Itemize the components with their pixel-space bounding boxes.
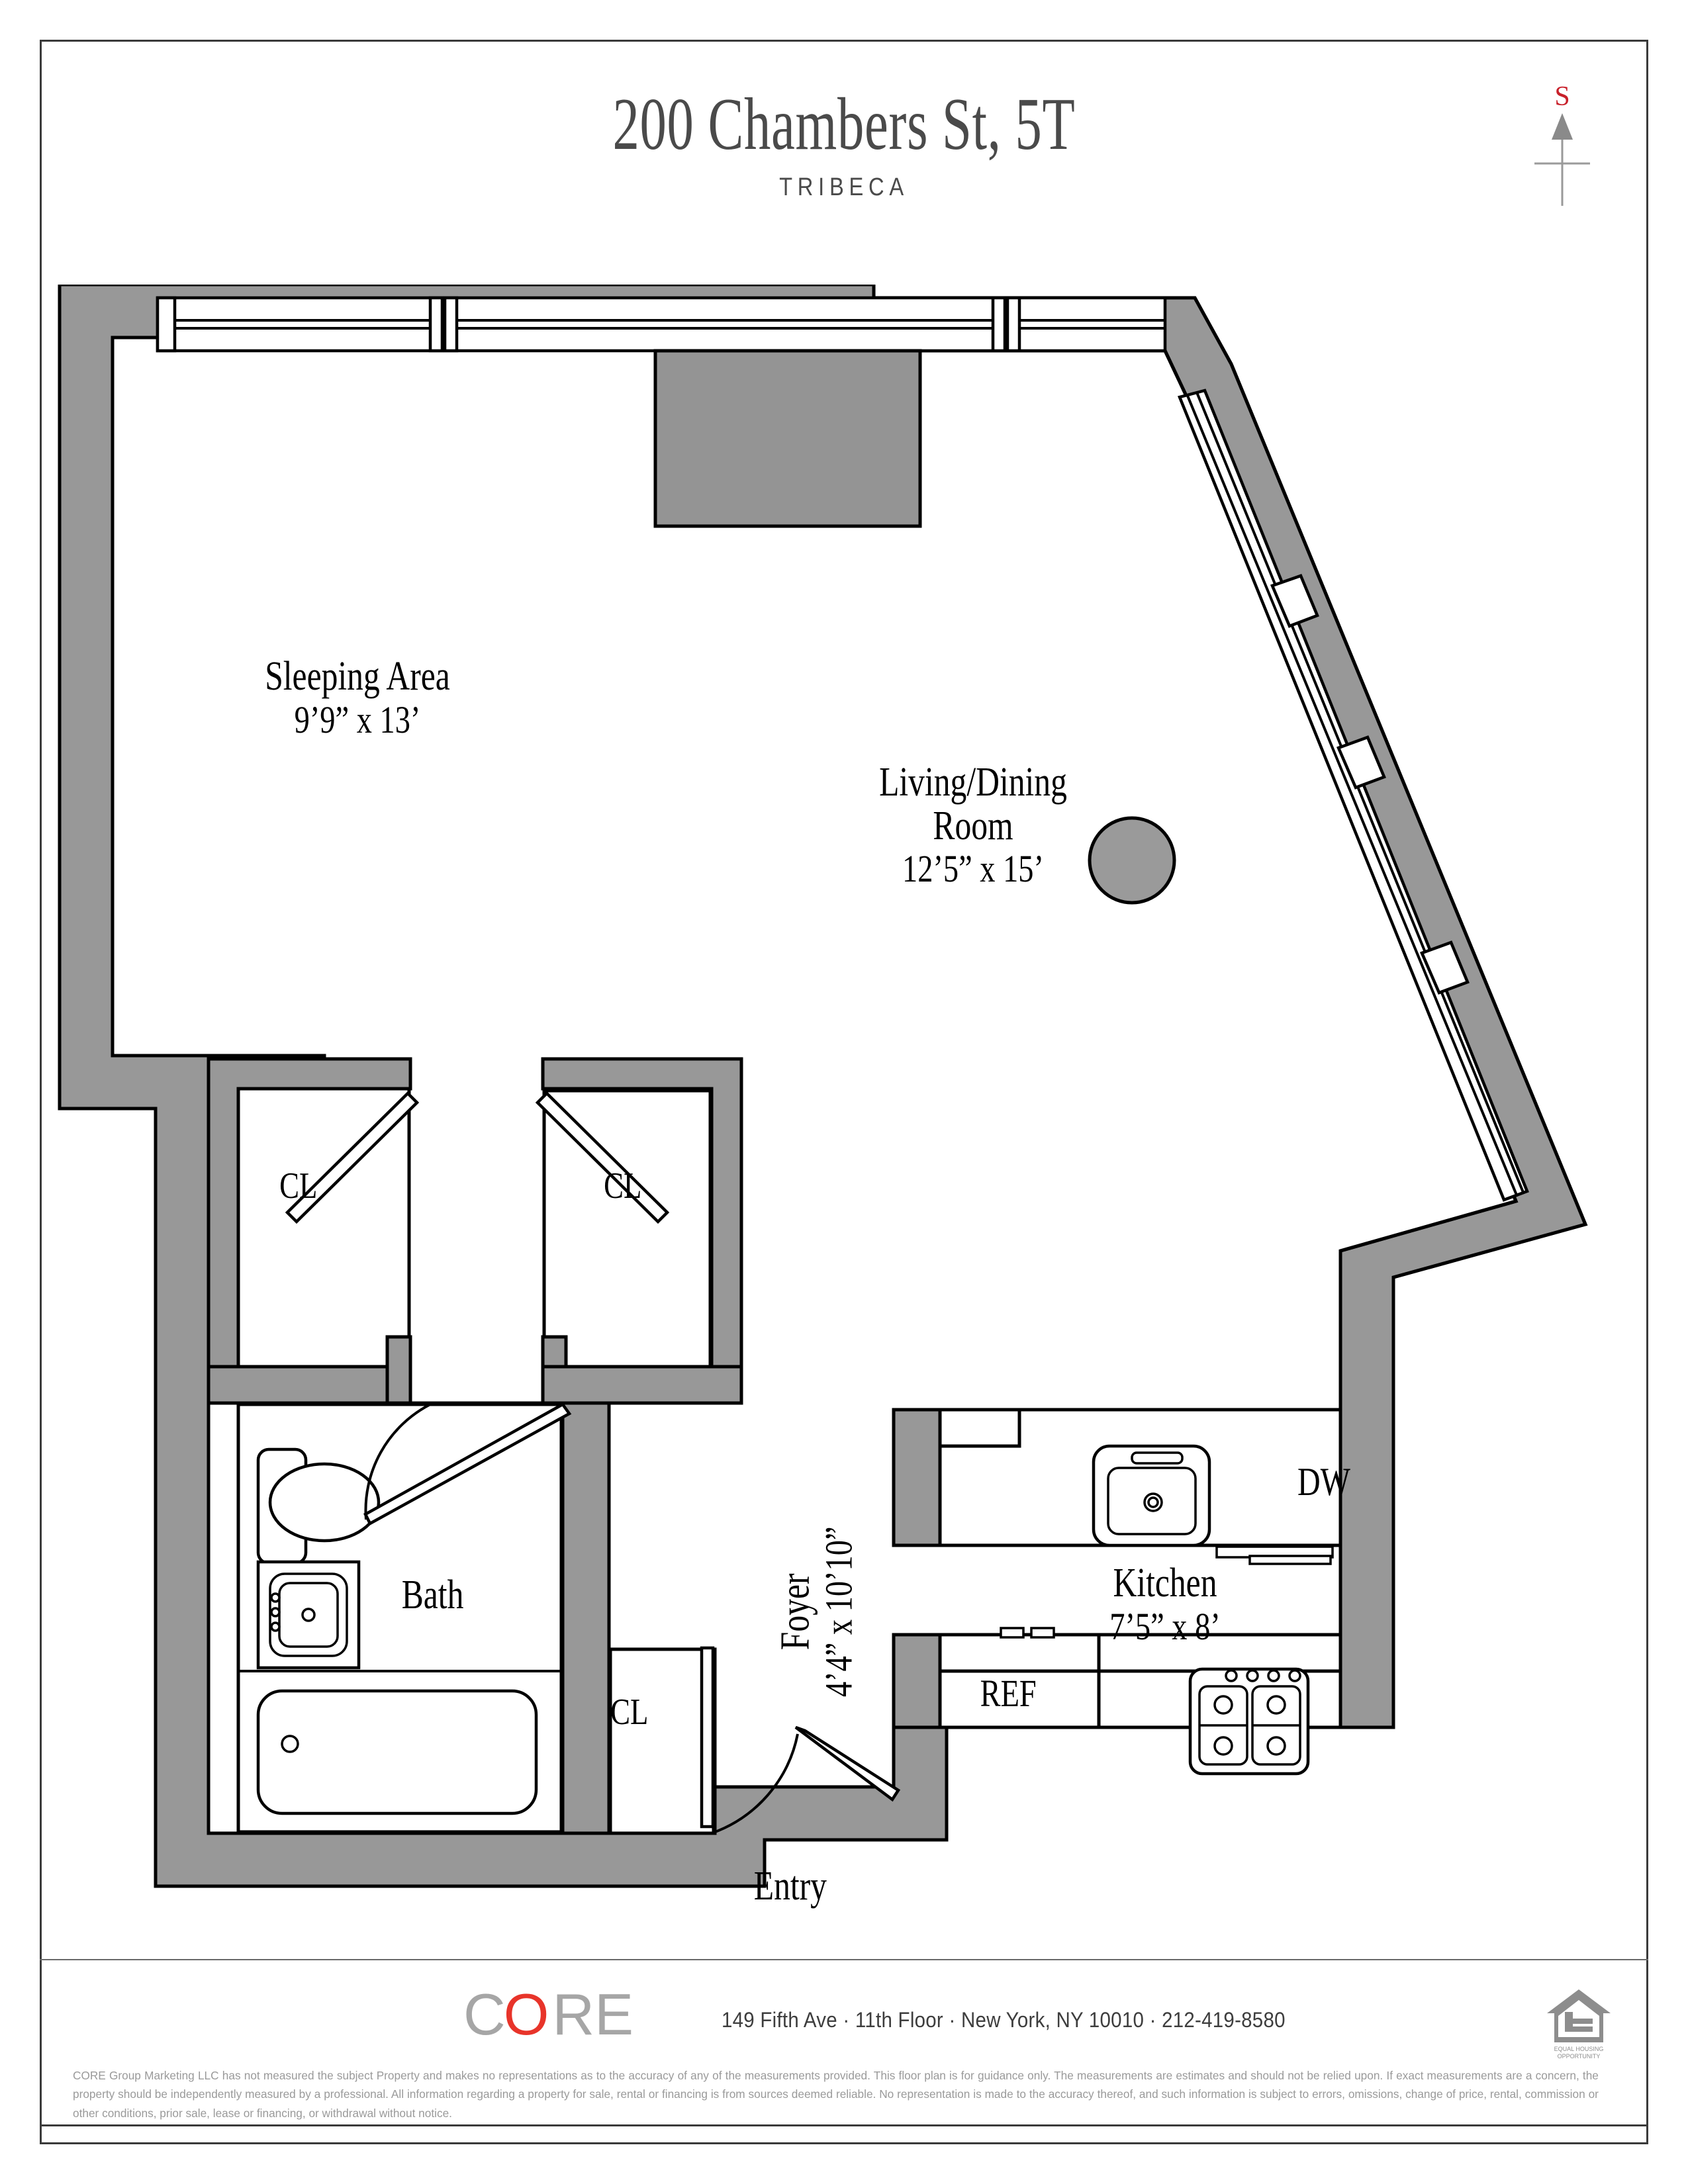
entry-door-panel bbox=[794, 1725, 901, 1802]
footer-bottom-rule bbox=[40, 2124, 1648, 2126]
entry-label: Entry bbox=[753, 1864, 827, 1909]
compass-rose: S bbox=[1523, 76, 1602, 222]
footer-brand-row: C O RE 149 Fifth Ave · 11th Floor · New … bbox=[40, 1983, 1648, 2060]
bathtub-fixture bbox=[256, 1689, 538, 1815]
kitchen-name: Kitchen bbox=[1113, 1561, 1217, 1606]
closet-door-left bbox=[285, 1091, 420, 1224]
core-logo-letter-c: C bbox=[463, 1988, 506, 2047]
core-logo: C O RE bbox=[463, 1988, 633, 2047]
structural-column bbox=[1088, 816, 1176, 905]
sleeping-area-dimensions: 9’9” x 13’ bbox=[294, 698, 421, 741]
kitchen-faucet-icon bbox=[1131, 1451, 1184, 1465]
foyer-closet bbox=[608, 1646, 717, 1835]
living-dining-name-line1: Living/Dining bbox=[879, 760, 1067, 805]
legal-disclaimer: CORE Group Marketing LLC has not measure… bbox=[73, 2069, 1599, 2120]
entry-door bbox=[711, 1725, 901, 1835]
top-window-band bbox=[156, 296, 1167, 353]
refrigerator-label: REF bbox=[980, 1672, 1037, 1715]
closet-label-left: CL bbox=[279, 1165, 318, 1206]
bath-door-panel bbox=[363, 1402, 572, 1526]
neighborhood-subtitle: TRIBECA bbox=[779, 173, 909, 201]
foyer-dimensions: 4’4” x 10’10” bbox=[817, 1526, 861, 1698]
compass-arrow-icon bbox=[1552, 113, 1573, 140]
foyer-closet-door bbox=[700, 1646, 715, 1829]
footer-divider bbox=[40, 1959, 1648, 1960]
closet-door-right bbox=[535, 1091, 670, 1224]
closet-label-foyer: CL bbox=[610, 1692, 649, 1733]
living-dining-name-line2: Room bbox=[933, 803, 1013, 848]
eho-line1: EQUAL HOUSING bbox=[1554, 2046, 1604, 2052]
radiator-block bbox=[653, 349, 922, 528]
floor-plan-drawing: .w { fill:#989898; stroke:#000; stroke-w… bbox=[40, 285, 1648, 1939]
room-label-kitchen: Kitchen 7’5” x 8’ bbox=[986, 1561, 1344, 1649]
compass-south-label: S bbox=[1554, 81, 1570, 112]
core-logo-letters-re: RE bbox=[552, 1988, 633, 2047]
foyer-name: Foyer bbox=[773, 1573, 818, 1651]
ref-handle-left bbox=[1000, 1627, 1025, 1639]
room-label-foyer: Foyer 4’4” x 10’10” bbox=[773, 1426, 861, 1797]
closet-right bbox=[541, 1057, 743, 1405]
dishwasher-label: DW bbox=[1297, 1460, 1350, 1504]
tub-drain-icon bbox=[281, 1735, 299, 1753]
sink-drain-icon bbox=[301, 1608, 316, 1622]
core-logo-letter-o: O bbox=[504, 1988, 549, 2047]
angled-window-band bbox=[1177, 388, 1529, 1202]
page-header: 200 Chambers St, 5T TRIBECA bbox=[0, 83, 1688, 202]
bath-label: Bath bbox=[401, 1572, 464, 1617]
kitchen bbox=[892, 1408, 1342, 1776]
page-title: 200 Chambers St, 5T bbox=[612, 83, 1076, 165]
closet-label-right: CL bbox=[604, 1165, 642, 1206]
bathroom bbox=[236, 1401, 611, 1835]
toilet-fixture bbox=[268, 1462, 381, 1543]
footer-address: 149 Fifth Ave · 11th Floor · New York, N… bbox=[722, 2008, 1286, 2032]
equal-housing-opportunity-icon: EQUAL HOUSING OPPORTUNITY bbox=[1547, 1989, 1611, 2060]
room-label-living-dining: Living/Dining Room 12’5” x 15’ bbox=[748, 760, 1198, 891]
closet-left bbox=[207, 1057, 412, 1405]
sleeping-area-name: Sleeping Area bbox=[265, 654, 450, 699]
ref-handle-right bbox=[1030, 1627, 1055, 1639]
living-dining-dimensions: 12’5” x 15’ bbox=[902, 847, 1044, 891]
room-label-sleeping: Sleeping Area 9’9” x 13’ bbox=[152, 655, 563, 742]
eho-line2: OPPORTUNITY bbox=[1558, 2053, 1601, 2060]
kitchen-dimensions: 7’5” x 8’ bbox=[1109, 1604, 1221, 1648]
